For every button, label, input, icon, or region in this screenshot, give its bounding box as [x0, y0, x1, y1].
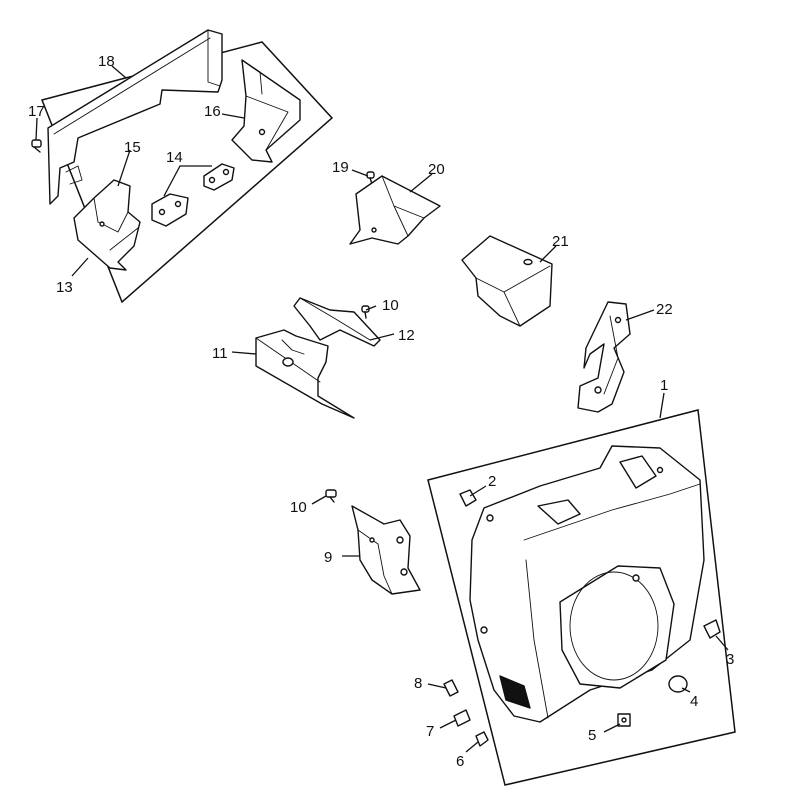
- part-5-nut: [617, 713, 631, 727]
- part-6-screw: [475, 731, 489, 747]
- part-10-screw-lower: [325, 489, 337, 503]
- part-8-screw: [443, 679, 459, 697]
- leader-15: [117, 149, 131, 187]
- part-3-screw: [703, 619, 721, 639]
- leader-22: [625, 309, 655, 321]
- part-7-screw: [453, 709, 471, 727]
- callout-18: 18: [98, 53, 115, 70]
- leader-11: [231, 351, 257, 355]
- part-9-bracket: [351, 505, 421, 595]
- callout-8: 8: [414, 675, 422, 692]
- callout-6: 6: [456, 753, 464, 770]
- callout-22: 22: [656, 301, 673, 318]
- leader-20: [409, 173, 433, 193]
- callout-3: 3: [726, 651, 734, 668]
- part-2-clip: [459, 489, 477, 507]
- blower-housing-frame: [427, 409, 736, 786]
- callout-12: 12: [398, 327, 415, 344]
- leader-18: [111, 65, 127, 79]
- part-10-screw-upper: [361, 305, 370, 319]
- leader-12: [369, 333, 395, 341]
- part-11-baffle: [255, 329, 355, 419]
- part-18-shroud-panel: [47, 29, 223, 205]
- callout-7: 7: [426, 723, 434, 740]
- callout-11: 11: [212, 345, 228, 362]
- leader-21: [539, 245, 557, 263]
- callout-9: 9: [324, 549, 332, 566]
- part-22-bracket: [577, 301, 631, 413]
- callout-19: 19: [332, 159, 349, 176]
- leader-13: [71, 257, 89, 277]
- callout-14: 14: [166, 149, 183, 166]
- part-16-bracket: [231, 59, 301, 163]
- leader-1: [659, 392, 665, 419]
- callout-15: 15: [124, 139, 141, 156]
- callout-17: 17: [28, 103, 45, 120]
- leader-8: [427, 683, 447, 689]
- leader-5: [603, 723, 621, 733]
- part-17-screw: [31, 139, 42, 153]
- callout-16: 16: [204, 103, 221, 120]
- leader-6: [465, 741, 479, 753]
- callout-4: 4: [690, 693, 698, 710]
- leader-14: [163, 165, 212, 197]
- leader-7: [439, 719, 457, 729]
- leader-2: [469, 485, 487, 497]
- part-20-guard: [349, 175, 441, 245]
- callout-10b: 10: [382, 297, 399, 314]
- leader-10a: [311, 495, 327, 505]
- callout-13: 13: [56, 279, 73, 296]
- leader-lines: [35, 65, 729, 753]
- part-14-plates: [151, 163, 235, 227]
- leader-10b: [365, 305, 377, 311]
- part-12-baffle: [293, 297, 381, 347]
- callout-20: 20: [428, 161, 445, 178]
- callout-2: 2: [488, 473, 496, 490]
- part-21-shield: [461, 235, 553, 327]
- leader-19: [351, 169, 369, 177]
- callout-21: 21: [552, 233, 569, 250]
- callout-5: 5: [588, 727, 596, 744]
- callout-1: 1: [660, 377, 668, 394]
- callout-10a: 10: [290, 499, 307, 516]
- part-15-bracket: [73, 179, 141, 271]
- leader-16: [221, 113, 245, 119]
- leader-3: [715, 635, 729, 651]
- callout-labels: 1 2 3 4 5 6 7 8 9 10 10 11 12 13 14 15 1…: [28, 53, 734, 770]
- leader-4: [681, 687, 691, 693]
- leader-17: [35, 117, 38, 141]
- part-1-blower-housing: [469, 445, 705, 723]
